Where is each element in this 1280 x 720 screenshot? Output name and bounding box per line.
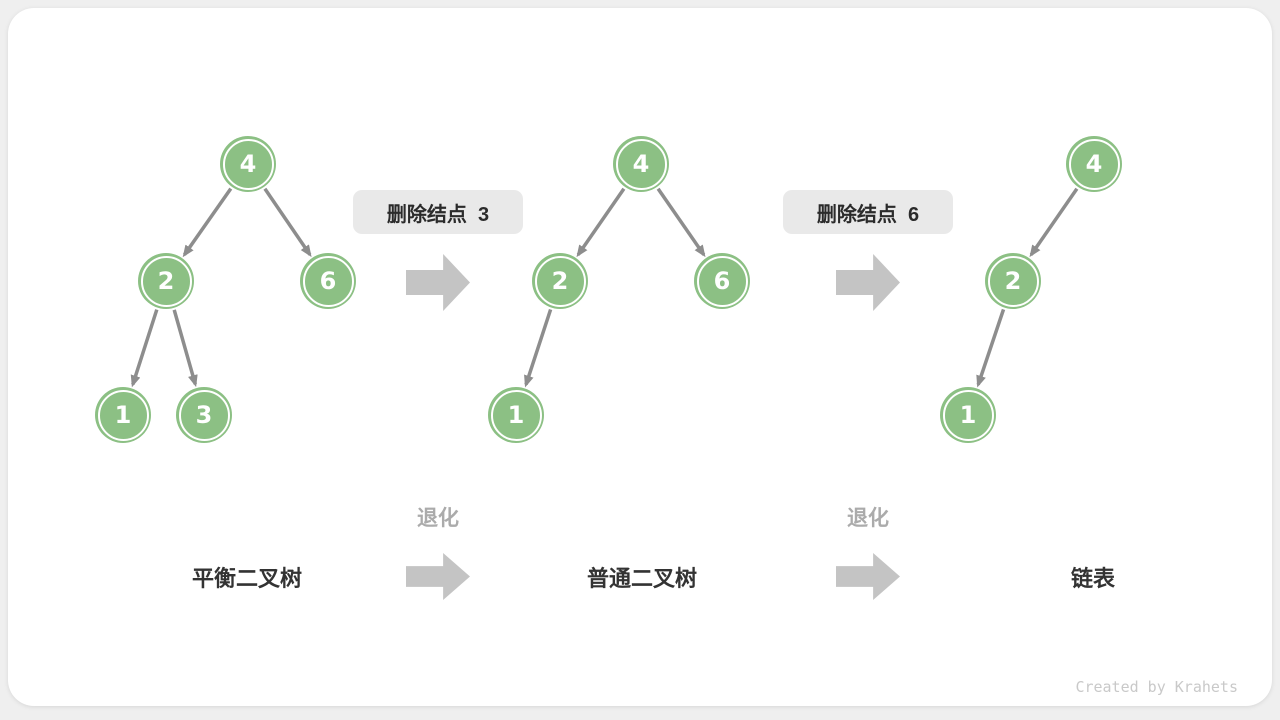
tree1-node-6: 6	[300, 253, 356, 309]
tree-edge	[524, 308, 553, 388]
diagram-card	[8, 8, 1272, 706]
tree-edge	[656, 187, 706, 258]
tree1-name: 平衡二叉树	[191, 566, 302, 591]
node-value: 4	[1085, 150, 1103, 178]
node-value: 1	[114, 401, 132, 429]
credit-text: Created by Krahets	[1075, 678, 1238, 696]
node-value: 6	[319, 267, 337, 295]
tree2-node-4: 4	[613, 136, 669, 192]
node-value: 2	[157, 267, 175, 295]
tree3-node-2: 2	[985, 253, 1041, 309]
degrade-label-2: 退化	[847, 507, 889, 530]
delete-node-3-label: 删除结点 3	[353, 190, 523, 234]
node-value: 6	[713, 267, 731, 295]
tree3-node-4: 4	[1066, 136, 1122, 192]
node-value: 3	[195, 401, 213, 429]
tree3-node-1: 1	[940, 387, 996, 443]
degrade-label-1: 退化	[417, 507, 459, 530]
tree2-node-2: 2	[532, 253, 588, 309]
node-value: 1	[507, 401, 525, 429]
tree1-node-2: 2	[138, 253, 194, 309]
tree2-node-1: 1	[488, 387, 544, 443]
tree-edge	[130, 309, 159, 388]
node-value: 2	[551, 267, 569, 295]
tree2-node-6: 6	[694, 253, 750, 309]
node-value: 2	[1004, 267, 1022, 295]
tree-edge	[263, 187, 312, 258]
tree-edge	[1029, 187, 1079, 258]
tree-edge	[182, 187, 233, 258]
tree1-node-1: 1	[95, 387, 151, 443]
node-value: 4	[632, 150, 650, 178]
tree-edge	[976, 308, 1006, 388]
tree1-node-3: 3	[176, 387, 232, 443]
node-value: 1	[959, 401, 977, 429]
delete-node-6-label: 删除结点 6	[783, 190, 953, 234]
tree-edge	[172, 309, 198, 388]
tree3-name: 链表	[1070, 566, 1115, 591]
tree2-name: 普通二叉树	[586, 566, 697, 591]
tree1-node-4: 4	[220, 136, 276, 192]
tree-edge	[576, 187, 626, 258]
node-value: 4	[239, 150, 257, 178]
